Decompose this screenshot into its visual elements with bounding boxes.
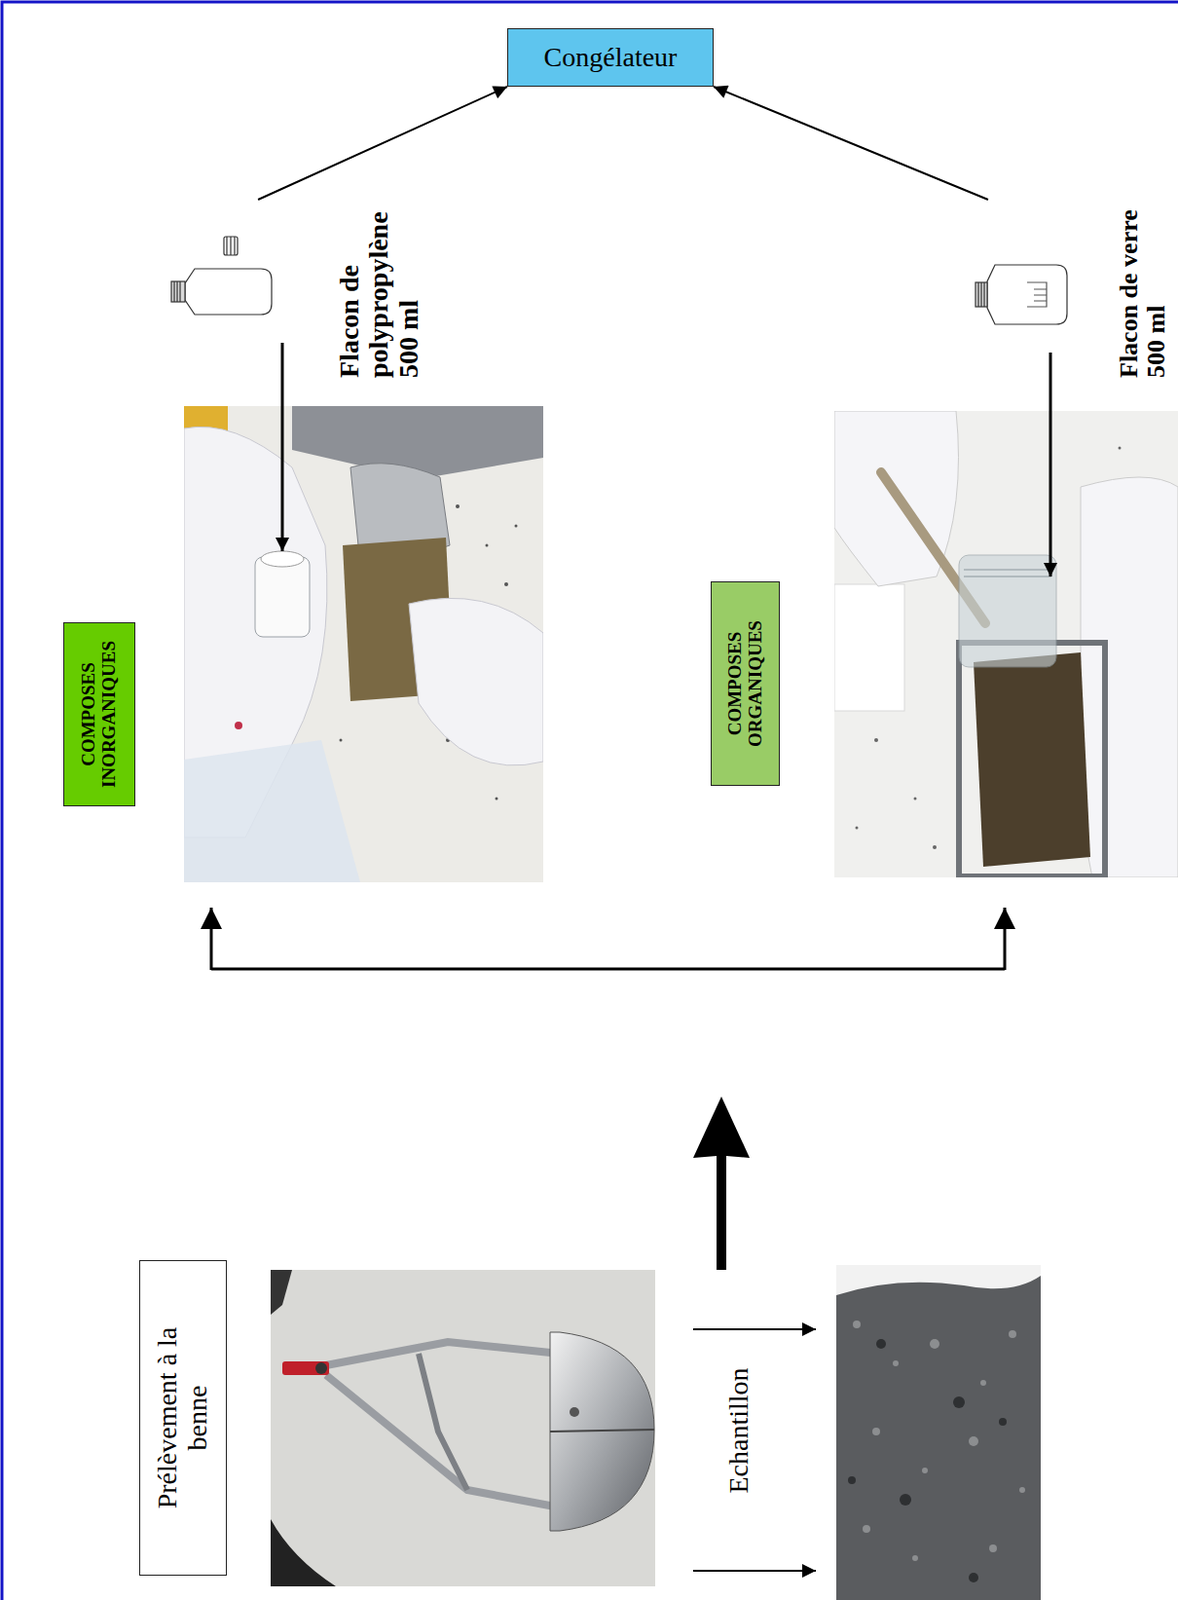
bottle-label: Flacon de polypropylène 500 ml (163, 199, 429, 385)
gloved-hand (408, 597, 544, 766)
sampler-arm (418, 1353, 468, 1490)
bottle-body (987, 264, 1068, 325)
fill-arrow (281, 342, 285, 552)
photo-grab (270, 1269, 656, 1586)
container (834, 584, 905, 711)
split-bracket (211, 967, 1005, 971)
node-text: INORGANIQUES (99, 640, 120, 788)
sediment (973, 652, 1091, 867)
sediment (836, 1275, 1041, 1600)
photo-sample (836, 1264, 1041, 1600)
node-text: ORGANIQUES (745, 620, 767, 747)
node-body: COMPOSESORGANIQUES (711, 582, 779, 785)
glass-jar (958, 554, 1057, 667)
cap-lines (226, 236, 235, 256)
sample-arrow (693, 1327, 816, 1330)
bucket-seam (550, 1429, 655, 1432)
node-body: Prélèvement à la benne (140, 1260, 226, 1575)
flow-arrow (713, 86, 989, 200)
graduation (1027, 282, 1047, 307)
shadow (270, 1269, 293, 1315)
node-text: COMPOSES (78, 662, 100, 767)
shackle (282, 1361, 330, 1375)
glove-stain (234, 721, 243, 730)
bottle-cap (223, 236, 238, 256)
sample-arrow (693, 1569, 816, 1572)
photo-ground (836, 1264, 1041, 1600)
node-body: Flacon de verre 500 ml (963, 199, 1176, 385)
photo-ground (834, 410, 1178, 878)
speckles (855, 446, 1122, 850)
bottle-neck (171, 281, 185, 302)
bottle-body (184, 268, 272, 315)
sediment-grain (852, 1320, 1026, 1561)
label-body: Echantillon (716, 1353, 762, 1508)
bottle-label: Flacon de verre 500 ml (963, 199, 1176, 385)
plastic-bag (184, 739, 361, 883)
jar-thread (963, 569, 1052, 577)
bottle-mouth (260, 551, 304, 567)
shackle-pin (315, 1362, 328, 1374)
category-box: COMPOSESINORGANIQUES (63, 622, 136, 807)
node-text: Flacon de verre 500 ml (1115, 206, 1172, 378)
node-text: COMPOSES (725, 631, 746, 737)
fill-arrow (1049, 352, 1053, 577)
split-arrow (210, 907, 214, 970)
split-arrow (1003, 907, 1007, 970)
metal-tray (958, 642, 1105, 877)
thread-lines (978, 282, 985, 307)
node-text: Prélèvement à la benne (152, 1320, 214, 1515)
flow-arrow (257, 86, 508, 200)
grab-bucket (550, 1331, 655, 1531)
node-body: Flacon de polypropylène 500 ml (163, 199, 429, 385)
big-arrow (693, 1096, 750, 1270)
photo-ground (270, 1269, 656, 1586)
photo-ground (184, 405, 544, 883)
node-text: Flacon de polypropylène 500 ml (334, 206, 425, 378)
photo-inorganic (184, 405, 544, 883)
bottle (255, 556, 310, 637)
category-box: COMPOSESORGANIQUES (710, 581, 780, 786)
label-text: Echantillon (724, 1366, 755, 1493)
node-text: Congélateur (544, 42, 678, 74)
metal-plate (292, 405, 544, 479)
step-box: Prélèvement à la benne (139, 1259, 227, 1576)
thread-lines (174, 281, 181, 302)
sampler-arm (326, 1341, 560, 1365)
freezer-box: Congélateur (507, 28, 714, 87)
glass-bottle-icon (975, 264, 1068, 325)
node-body: COMPOSESINORGANIQUES (64, 623, 135, 806)
sediment-grain (847, 1338, 1007, 1583)
shadow (270, 1518, 336, 1586)
plastic-bottle-icon (171, 236, 272, 315)
gloved-hand (1073, 477, 1178, 878)
sample-label: Echantillon (716, 1353, 762, 1508)
node-body: Congélateur (508, 29, 713, 86)
pivot (569, 1406, 580, 1417)
bottle-neck (975, 282, 988, 307)
photo-organic (834, 410, 1178, 878)
